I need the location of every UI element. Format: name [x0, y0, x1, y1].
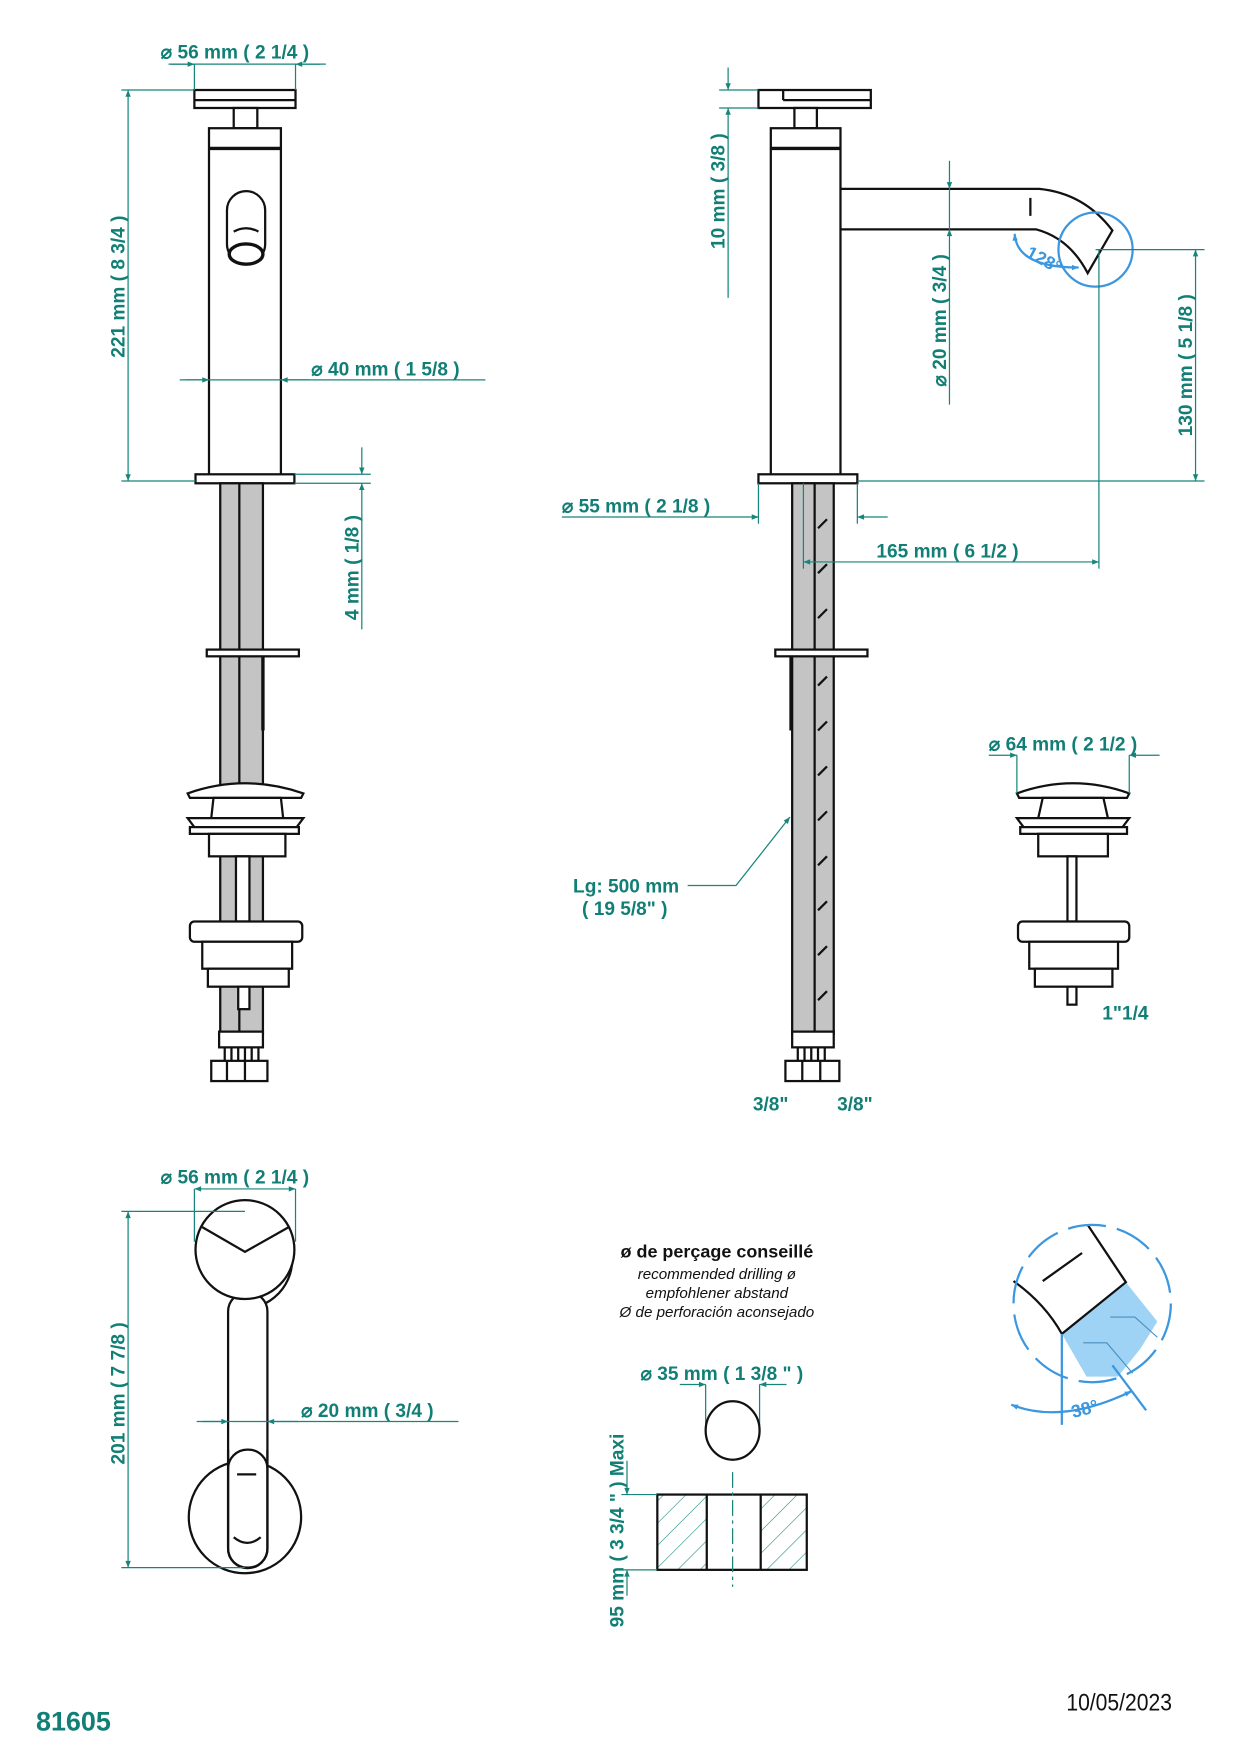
hose-left-thread-label: 3/8": [753, 1094, 789, 1115]
hose-length-label: Lg: 500 mm: [573, 876, 679, 897]
base-plate: [757, 473, 859, 485]
mounting-bracket: [205, 648, 301, 658]
handle-top: [194, 1199, 296, 1301]
hose-right-thread-label: 3/8": [837, 1094, 873, 1115]
outlet-detail: 38°: [1010, 1223, 1172, 1425]
front-body-diameter-label: ⌀ 40 mm ( 1 5/8 ): [311, 359, 459, 380]
top-spout-diameter-label: ⌀ 20 mm ( 3/4 ): [301, 1401, 433, 1422]
base-diameter-label: ⌀ 55 mm ( 2 1/8 ): [562, 497, 710, 518]
spout-diameter-label: ⌀ 20 mm ( 3/4 ): [930, 254, 951, 386]
base-plate: [194, 473, 296, 485]
faucet-body: [207, 127, 283, 478]
drain-thread-label: 1"1/4: [1102, 1003, 1149, 1024]
drain-view: ⌀ 64 mm ( 2 1/2 ) 1"1/4: [989, 735, 1160, 1024]
handle-thickness-label: 10 mm ( 3/8 ): [709, 133, 730, 249]
hose-nut: [784, 1059, 841, 1083]
max-thickness-label: 95 mm ( 3 3/4 " ) Maxi: [608, 1434, 629, 1628]
pop-up-drain: [185, 782, 306, 1011]
aerator: [227, 242, 265, 266]
drilling-title: ø de perçage conseillé: [621, 1241, 814, 1261]
spout-reach-label: 165 mm ( 6 1/2 ): [876, 541, 1018, 562]
top-handle-diameter-label: ⌀ 56 mm ( 2 1/4 ): [161, 1167, 309, 1188]
product-code: 81605: [36, 1707, 111, 1737]
drilling-subtitle-es: Ø de perforación aconsejado: [619, 1304, 815, 1321]
hose-length-inch-label: ( 19 5/8" ): [582, 899, 667, 920]
handle-stem: [232, 106, 259, 130]
supply-hoses: [791, 482, 835, 1035]
hose-connector: [791, 1030, 835, 1049]
drain-diameter-label: ⌀ 64 mm ( 2 1/2 ): [989, 735, 1137, 756]
front-height-label: 221 mm ( 8 3/4 ): [109, 216, 130, 358]
hose-connector: [217, 1030, 265, 1049]
drilling-subtitle-de: empfohlener abstand: [646, 1285, 789, 1302]
drilling-subtitle-en: recommended drilling ø: [638, 1266, 796, 1283]
top-view: ⌀ 56 mm ( 2 1/4 ) 201 mm ( 7 7/8 ) ⌀ 20 …: [109, 1167, 459, 1575]
handle-stem: [793, 106, 819, 130]
mounting-bracket: [774, 648, 869, 658]
hose-nut: [210, 1059, 269, 1083]
side-view: 128° 10 mm ( 3/8 ) ⌀ 20 mm ( 3/4 ) 130 m…: [562, 67, 1205, 1115]
hole-diameter-label: ⌀ 35 mm ( 1 3/8 " ): [640, 1364, 803, 1385]
drawing-date: 10/05/2023: [1066, 1689, 1172, 1715]
detail-circle: [1012, 1223, 1172, 1384]
drill-hole: [704, 1400, 761, 1461]
drilling-recommendation: ø de perçage conseillé recommended drill…: [608, 1241, 815, 1627]
spout-height-label: 130 mm ( 5 1/8 ): [1176, 294, 1197, 436]
spout: [834, 187, 1114, 276]
front-view: ⌀ 56 mm ( 2 1/4 ) 221 mm ( 8 3/4 ) ⌀ 40 …: [109, 43, 486, 1083]
front-base-thickness-label: 4 mm ( 1/8 ): [342, 515, 363, 620]
top-length-label: 201 mm ( 7 7/8 ): [109, 1322, 130, 1464]
front-handle-diameter-label: ⌀ 56 mm ( 2 1/4 ): [161, 43, 309, 64]
outlet-angle-label: 38°: [1069, 1396, 1100, 1422]
faucet-body: [769, 127, 842, 478]
